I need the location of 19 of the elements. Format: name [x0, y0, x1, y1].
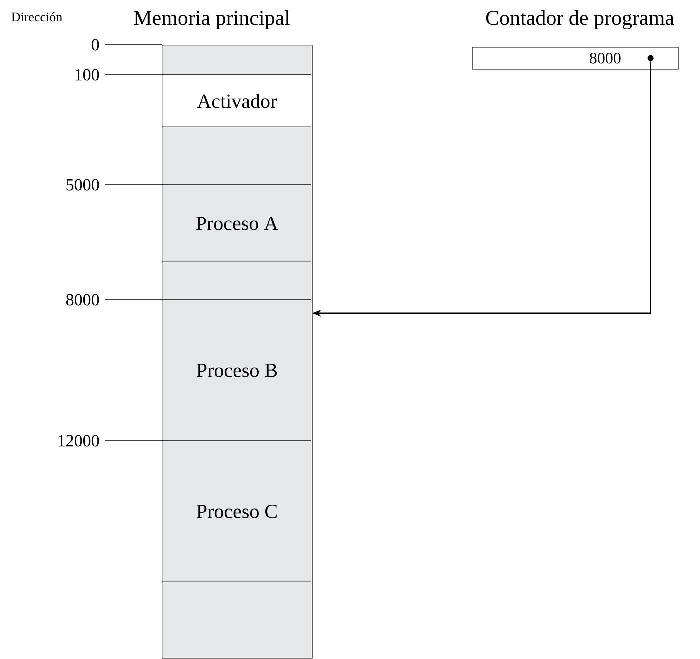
- address-label: 100: [76, 69, 100, 81]
- address-label: 12000: [58, 435, 100, 447]
- memory-segment: Proceso C: [162, 442, 312, 582]
- node-label: Activador: [197, 94, 278, 108]
- empty-memory-segment: [162, 46, 312, 75]
- node-label: Proceso B: [196, 364, 278, 378]
- empty-memory-segment: [162, 128, 312, 185]
- empty-memory-segment: [162, 582, 312, 658]
- address-label: 5000: [66, 179, 100, 191]
- program-counter-box: Contador de programa 8000: [472, 10, 679, 70]
- node-label: Contador de programa: [486, 10, 674, 30]
- memory-segment: Activador: [162, 76, 312, 127]
- node-label: Memoria principal: [134, 10, 290, 30]
- empty-memory-segment: [162, 262, 312, 300]
- address-label: 0: [92, 39, 100, 51]
- address-label: 8000: [66, 294, 100, 306]
- node-label: Proceso A: [196, 216, 278, 230]
- node-label: Proceso C: [196, 504, 277, 518]
- column-heading: Dirección: [12, 12, 62, 22]
